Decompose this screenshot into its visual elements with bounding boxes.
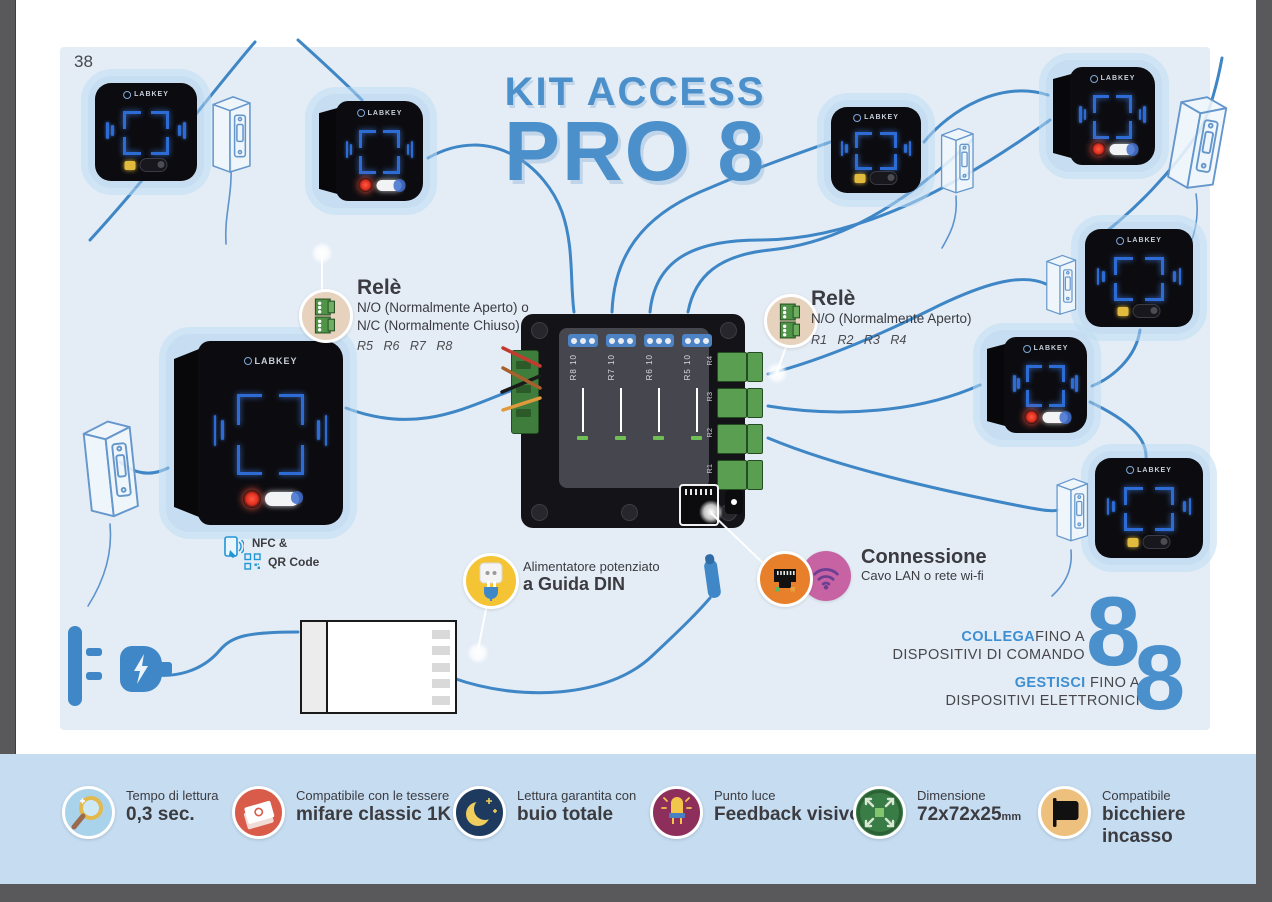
card-reader-3d-2: LABKEY (1046, 60, 1162, 172)
reader-indicator (1117, 304, 1161, 319)
power-callout: Alimentatore potenziato a Guida DIN (523, 559, 660, 594)
relay-control-board: R8 10 R7 10 R6 10 R5 10 R4 R3 R2 (511, 314, 763, 528)
power-plug-icon (120, 646, 172, 692)
nfc-icon (224, 536, 244, 558)
labkey-logo: LABKEY (1126, 466, 1172, 474)
gestisci-number: 8 (1134, 627, 1186, 729)
gestisci-capacity: GESTISCI FINO A DISPOSITIVI ELETTRONICI (945, 675, 1140, 710)
reader-indicator (1127, 535, 1171, 549)
card-reader-front-1: LABKEY (88, 76, 204, 188)
title-line1: KIT ACCESS (504, 70, 766, 114)
labkey-logo: LABKEY (243, 356, 297, 366)
electric-strike-lock (207, 86, 253, 186)
collega-number: 8 (1086, 576, 1141, 686)
reader-indicator (1024, 410, 1071, 425)
electric-strike-lock (1148, 86, 1243, 202)
relay-terminal-icon (764, 294, 818, 348)
electric-strike-lock (1052, 472, 1090, 550)
lan-port-icon (757, 551, 813, 607)
reader-indicator (124, 158, 168, 173)
labkey-logo-icon (853, 113, 862, 122)
card-reader-3d-3: LABKEY (980, 330, 1094, 440)
labkey-logo: LABKEY (1116, 236, 1162, 245)
viewer-frame-right (1256, 0, 1272, 902)
viewer-frame-left (0, 0, 16, 754)
labkey-logo-icon (123, 90, 132, 99)
electric-strike-lock (74, 413, 143, 528)
relay-terminal-icon (299, 289, 353, 343)
reader-indicator (242, 490, 303, 509)
power-jack (725, 490, 743, 514)
magnifier-icon (62, 786, 115, 839)
connection-callout: Connessione Cavo LAN o rete wi-fi (861, 546, 987, 584)
labkey-logo: LABKEY (123, 90, 169, 99)
feature-dimension: Dimensione 72x72x25mm (853, 786, 1021, 839)
page-number: 38 (74, 52, 93, 71)
power-input-connector (511, 350, 539, 434)
card-reader-3d-1: LABKEY (312, 94, 430, 208)
labkey-logo: LABKEY (356, 109, 403, 117)
labkey-logo: LABKEY (1089, 74, 1136, 83)
electric-strike-lock (1042, 250, 1078, 322)
labkey-logo-icon (1126, 466, 1135, 474)
terminal-strip (606, 334, 636, 347)
reader-indicator (358, 178, 405, 192)
terminal-strip (568, 334, 598, 347)
reader-indicator (854, 171, 898, 186)
card-reader-front-3: LABKEY (1078, 222, 1200, 334)
cards-icon (232, 786, 285, 839)
wall-outlet-icon (68, 626, 82, 706)
page-title: KIT ACCESS PRO 8 (450, 70, 820, 198)
resize-icon (853, 786, 906, 839)
terminal-strip (682, 334, 712, 347)
collega-capacity: COLLEGAFINO A DISPOSITIVI DI COMANDO (892, 629, 1085, 664)
flag-icon (1038, 786, 1091, 839)
labkey-logo-icon (243, 356, 252, 365)
labkey-logo-icon (1116, 236, 1125, 245)
labkey-logo: LABKEY (1022, 344, 1069, 353)
relay-right-callout: Relè N/O (Normalmente Aperto) R1 R2 R3 R… (811, 287, 972, 347)
led-icon (650, 786, 703, 839)
nfc-qr-callout: NFC & QR Code (220, 536, 350, 582)
terminal-strip (644, 334, 674, 347)
card-reader-3d-main: LABKEY (166, 334, 350, 532)
moon-icon (453, 786, 506, 839)
card-reader-front-4: LABKEY (1088, 451, 1210, 565)
labkey-logo-icon (356, 109, 365, 117)
labkey-logo-icon (1022, 344, 1031, 353)
viewer-frame-bottom (0, 884, 1272, 902)
power-supply-icon (463, 553, 519, 609)
labkey-logo-icon (1089, 74, 1098, 83)
din-power-supply (300, 620, 457, 714)
electric-strike-lock (936, 126, 976, 198)
labkey-logo: LABKEY (853, 113, 899, 122)
reader-indicator (1091, 142, 1138, 157)
title-line2: PRO 8 (503, 104, 767, 198)
ethernet-port (679, 484, 719, 526)
card-reader-front-2: LABKEY (824, 100, 928, 200)
relay-module: R8 10 R7 10 R6 10 R5 10 (559, 328, 712, 488)
qr-code-icon (244, 553, 261, 570)
